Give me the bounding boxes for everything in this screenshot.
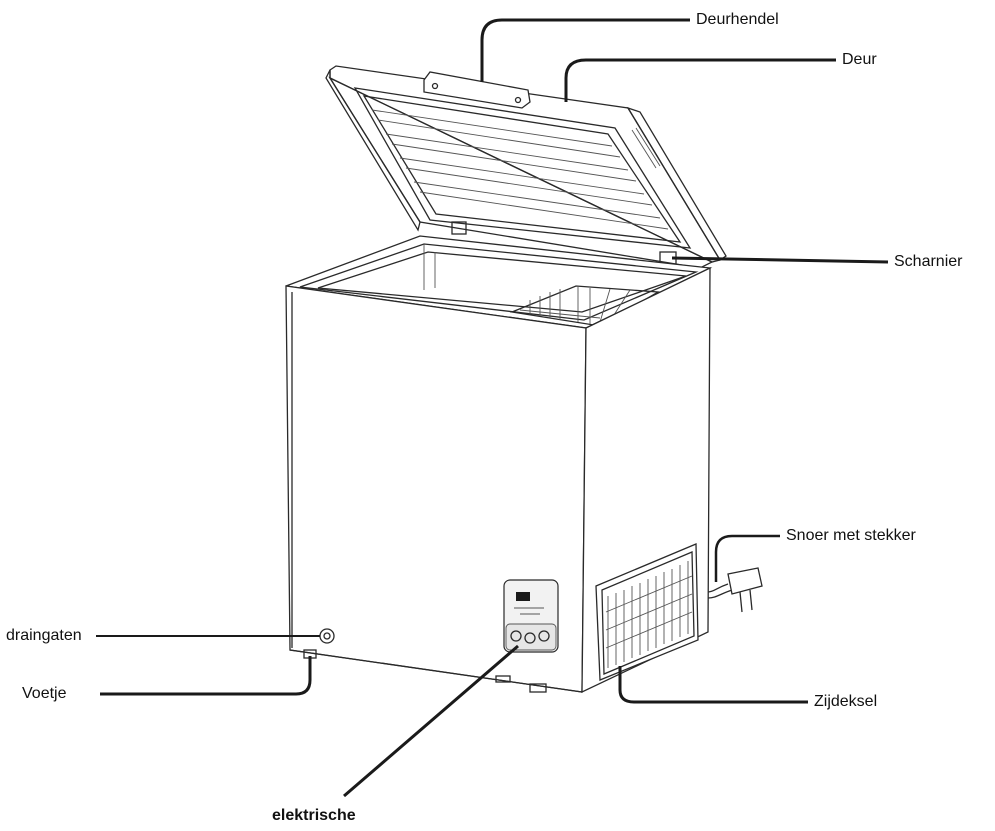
label-side-cover: Zijdeksel — [814, 693, 878, 710]
label-electrical: elektrische — [272, 807, 356, 824]
label-door: Deur — [842, 51, 877, 68]
label-foot: Voetje — [22, 685, 67, 702]
lid — [325, 65, 727, 269]
leader-lines — [96, 18, 889, 798]
side-cover-grille — [595, 543, 699, 681]
label-hinge: Scharnier — [894, 253, 963, 270]
power-cord-plug — [707, 567, 763, 613]
label-cord-plug: Snoer met stekker — [786, 527, 916, 544]
label-door-handle: Deurhendel — [696, 11, 779, 28]
label-drain: draingaten — [6, 627, 82, 644]
control-panel — [503, 579, 559, 653]
